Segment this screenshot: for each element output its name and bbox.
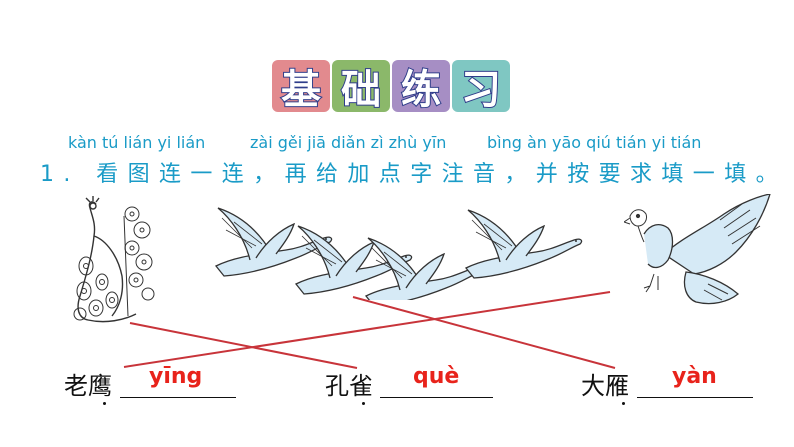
emphasis-dot	[103, 402, 106, 405]
title-char-4: 习	[452, 60, 510, 114]
eagle-picture[interactable]	[624, 194, 774, 310]
word-dayan: 大雁	[581, 372, 629, 400]
answer-pinyin-2: què	[413, 364, 460, 389]
question-body: 看图连一连，再给加点字注音，并按要求填一填。	[96, 162, 788, 187]
answer-pinyin-3: yàn	[672, 364, 717, 389]
answer-blank-1[interactable]	[120, 397, 236, 398]
pinyin-row: kàn tú lián yi lián zài gěi jiā diǎn zì …	[0, 133, 794, 155]
title-banner: 基 础 练 习	[272, 60, 524, 118]
line-peacock-to-kongque	[129, 322, 358, 369]
answer-blank-3[interactable]	[637, 397, 753, 398]
title-char-1: 基	[272, 60, 330, 114]
title-char-2: 础	[332, 60, 390, 114]
pinyin-group-2: zài gěi jiā diǎn zì zhù yīn	[250, 133, 447, 152]
question-number: 1.	[40, 162, 80, 187]
emphasis-dot	[622, 402, 625, 405]
emphasis-dot	[362, 402, 365, 405]
peacock-picture[interactable]	[66, 196, 158, 326]
pinyin-group-1: kàn tú lián yi lián	[68, 133, 206, 152]
word-laoying: 老鹰	[64, 372, 112, 400]
title-char-3: 练	[392, 60, 450, 114]
line-eagle-to-laoying	[123, 291, 611, 368]
word-kongque: 孔雀	[325, 372, 373, 400]
pinyin-group-3: bìng àn yāo qiú tián yi tián	[487, 133, 702, 152]
line-geese-to-dayan	[352, 296, 616, 369]
answer-pinyin-1: yīng	[149, 364, 203, 389]
question-text: 1. 看图连一连，再给加点字注音，并按要求填一填。	[40, 156, 794, 190]
answer-blank-2[interactable]	[380, 397, 493, 398]
